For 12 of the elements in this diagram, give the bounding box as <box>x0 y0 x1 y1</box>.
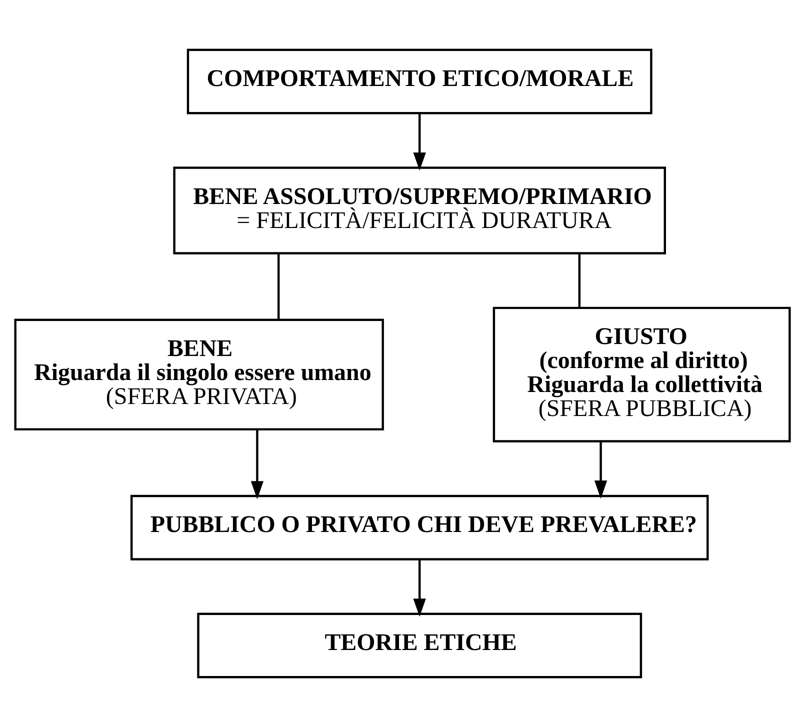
node-box: TEORIE ETICHE <box>197 612 642 678</box>
arrow <box>250 429 264 500</box>
arrow <box>594 442 608 499</box>
connector <box>277 254 280 320</box>
node-box: GIUSTO (conforme al diritto) Riguarda la collettività (SFERA PUBBLICA) <box>492 306 791 442</box>
node-box: BENE Riguarda il singolo essere umano (SFERA PRIVATA) <box>14 318 384 430</box>
node-box: BENE ASSOLUTO/SUPREMO/PRIMARIO = FELICITÀ/FELICITÀ DURATURA <box>173 166 666 254</box>
node-box: PUBBLICO O PRIVATO CHI DEVE PREVALERE? <box>130 494 709 560</box>
node-box: COMPORTAMENTO ETICO/MORALE <box>186 48 652 114</box>
arrow <box>413 113 426 171</box>
arrow <box>413 560 426 617</box>
connector <box>578 254 581 308</box>
